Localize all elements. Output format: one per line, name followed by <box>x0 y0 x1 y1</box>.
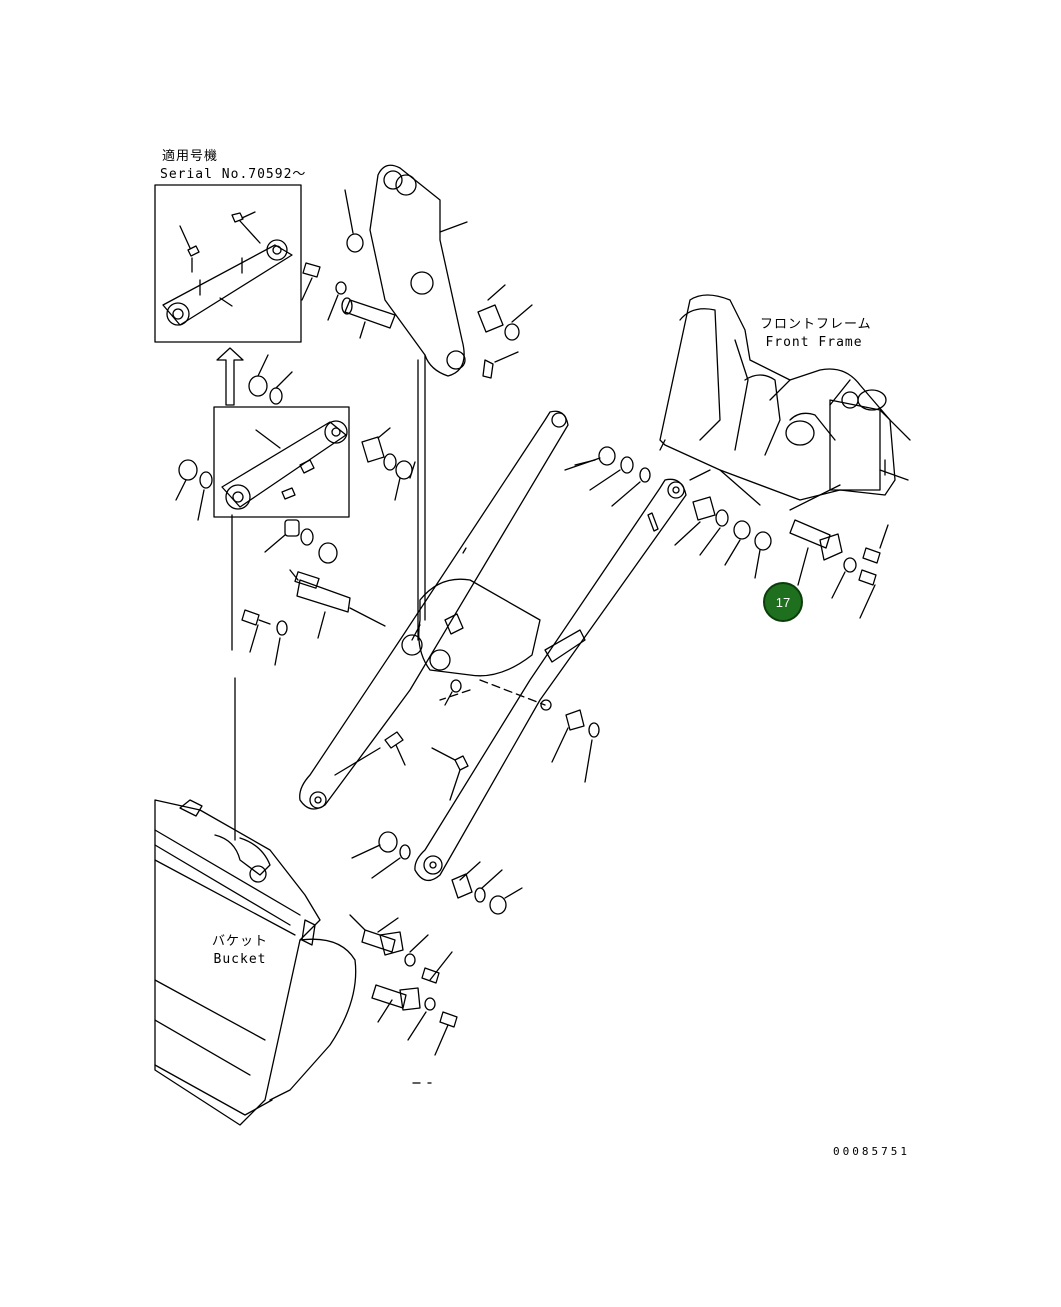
center-lines <box>439 679 546 706</box>
drawing-number: 00085751 <box>833 1145 910 1158</box>
bucket <box>154 799 432 1126</box>
inset-title-serial: Serial No.70592～ <box>160 167 307 182</box>
lift-arm-right <box>414 478 687 882</box>
lift-pin <box>241 569 386 666</box>
inset-detail <box>154 184 302 343</box>
frame-washers <box>564 446 772 579</box>
bellcrank-link-detail <box>213 406 350 518</box>
left-washers <box>175 354 338 564</box>
cross-tube <box>401 547 541 677</box>
bucket-label-en: Bucket <box>213 952 267 967</box>
lower-parts <box>334 679 600 915</box>
front-frame <box>574 294 911 511</box>
frame-pin <box>789 519 889 619</box>
bucket-pins <box>349 914 458 1056</box>
link-bushings <box>361 427 416 501</box>
bellcrank <box>369 164 468 641</box>
serial-arrow-icon <box>216 347 244 406</box>
lift-arm-left <box>299 410 569 810</box>
inset-title-jp: 適用号機 <box>162 149 219 164</box>
front-frame-label-en: Front Frame <box>765 335 863 350</box>
bellcrank-pin <box>301 189 396 339</box>
bellcrank-bushing <box>477 284 533 379</box>
front-frame-label-jp: フロントフレーム <box>760 317 872 332</box>
part-callout-17[interactable]: 17 <box>763 582 803 622</box>
bucket-label-jp: バケット <box>211 934 268 949</box>
